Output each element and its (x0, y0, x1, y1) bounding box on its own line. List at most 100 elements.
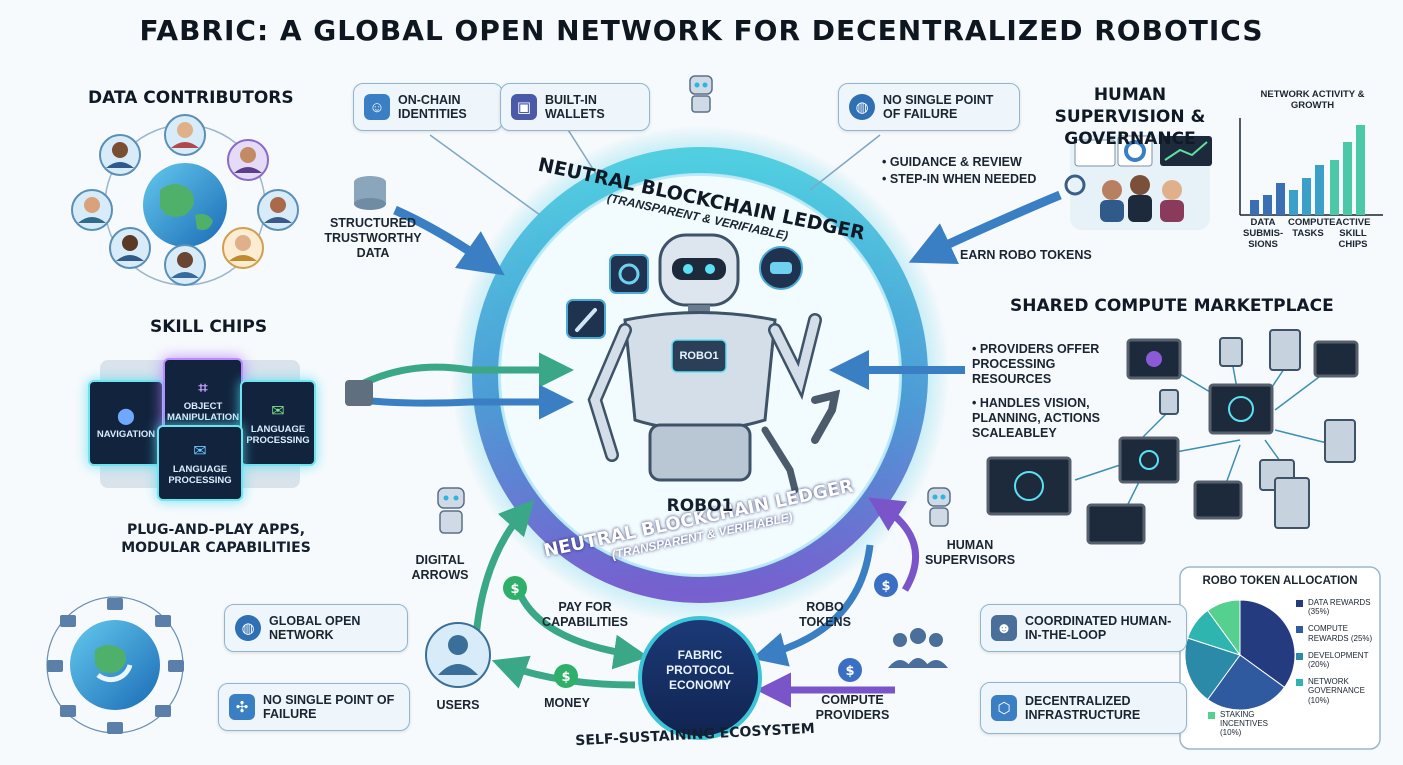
location-pin-icon: ⬤ (117, 408, 135, 425)
legend-value: (25%) (1350, 633, 1373, 643)
chip-language-processing-2: ✉ LANGUAGE PROCESSING (157, 425, 243, 501)
activity-bar (1302, 178, 1311, 215)
compute-heading: SHARED COMPUTE MARKETPLACE (1010, 296, 1334, 316)
econ-arrow (751, 544, 874, 667)
robo-tokens-label: ROBO TOKENS (799, 600, 851, 629)
svg-text:$: $ (561, 670, 570, 685)
pie-slice (1206, 654, 1286, 711)
chip-navigation: ⬤ NAVIGATION (88, 380, 164, 466)
monitor-icon (1126, 338, 1182, 380)
pill-no-single-point-2: ✣ NO SINGLE POINT OF FAILURE (218, 683, 410, 731)
pill-no-single-point: ◍ NO SINGLE POINT OF FAILURE (838, 83, 1020, 131)
connector-line (809, 134, 881, 191)
pill-built-in-wallets: ▣ BUILT-IN WALLETS (500, 83, 650, 131)
pill-label: DECENTRALIZED INFRASTRUCTURE (1025, 693, 1141, 722)
chip-label: LANGUAGE PROCESSING (246, 423, 310, 446)
data-flow-arrow (393, 205, 505, 276)
server-icon (1159, 389, 1179, 415)
chip-label: NAVIGATION (96, 429, 156, 440)
pie-slice (1206, 599, 1241, 657)
robot-head-icon (759, 246, 803, 290)
pill-label: NO SINGLE POINT OF FAILURE (263, 692, 395, 721)
activity-category: ACTIVE SKILL CHIPS (1335, 217, 1371, 250)
supervision-illustration (1064, 135, 1212, 230)
legend-label: DEVELOPMENT (1308, 650, 1369, 660)
structured-data-label: STRUCTURED TRUSTWORTHY DATA (324, 216, 422, 260)
group-icon (888, 628, 948, 668)
economy-center-label: FABRIC PROTOCOL ECONOMY (666, 648, 734, 692)
chip-language-processing: ✉ LANGUAGE PROCESSING (240, 380, 316, 466)
activity-bar (1343, 142, 1352, 215)
monitor-icon (1193, 480, 1243, 520)
person-avatar (227, 139, 269, 181)
network-globe (46, 596, 184, 734)
legend-value: (10%) (1308, 695, 1330, 705)
allocation-title: ROBO TOKEN ALLOCATION (1202, 575, 1358, 587)
person-avatar (257, 189, 299, 231)
skill-chips-caption: PLUG-AND-PLAY APPS, MODULAR CAPABILITIES (121, 522, 311, 557)
pill-decentralized-infra: ⬡ DECENTRALIZED INFRASTRUCTURE (980, 682, 1187, 734)
activity-bar (1276, 183, 1285, 215)
connector-line (564, 124, 601, 181)
drill-icon (761, 426, 799, 494)
human-supervisors-label: HUMAN SUPERVISORS (924, 538, 1016, 567)
monitor-icon (986, 456, 1072, 516)
activity-bar (1250, 200, 1259, 215)
ledger-ring (472, 147, 928, 603)
legend-value: (20%) (1308, 659, 1330, 669)
monitor-icon (1118, 436, 1180, 484)
database-icon (354, 176, 386, 210)
server-icon (1324, 419, 1356, 463)
legend-swatch (1208, 712, 1215, 719)
activity-bar (1263, 195, 1272, 215)
activity-bar (1289, 190, 1298, 215)
activity-category: DATA SUBMIS-SIONS (1243, 217, 1284, 250)
cube-network-icon: ⬡ (991, 695, 1017, 721)
server-icon (1269, 329, 1301, 371)
skill-cable (359, 384, 574, 420)
pay-label: PAY FOR CAPABILITIES (542, 600, 628, 629)
person-avatar (164, 114, 206, 156)
activity-chart (1239, 118, 1383, 216)
legend-item-staking: STAKING INCENTIVES (10%) (1208, 710, 1288, 746)
legend-label: NETWORK GOVERNANCE (1308, 677, 1365, 696)
coin-icon: $ (554, 664, 578, 688)
econ-arrow (868, 497, 920, 592)
money-label: MONEY (544, 696, 590, 710)
legend-item: NETWORK GOVERNANCE (10%) (1296, 677, 1378, 705)
supervision-bullet: • GUIDANCE & REVIEW (882, 155, 1022, 169)
allocation-pie (1184, 599, 1296, 711)
chat-icon: ✉ (271, 402, 285, 420)
svg-text:$: $ (510, 582, 519, 597)
person-avatar (164, 244, 206, 286)
svg-text:$: $ (881, 579, 890, 594)
connector-line (429, 134, 541, 216)
pill-label: GLOBAL OPEN NETWORK (269, 613, 361, 642)
pill-human-in-the-loop: ☻ COORDINATED HUMAN-IN-THE-LOOP (980, 604, 1187, 652)
activity-category: COMPUTE TASKS (1288, 217, 1336, 239)
pie-slice (1239, 599, 1296, 689)
skill-cable (358, 352, 574, 389)
robot-icon (927, 487, 951, 527)
legend-label: STAKING INCENTIVES (1220, 710, 1269, 729)
page-title: FABRIC: A GLOBAL OPEN NETWORK FOR DECENT… (139, 14, 1264, 47)
scan-icon: ⌗ (198, 379, 208, 397)
pill-label: NO SINGLE POINT OF FAILURE (883, 92, 994, 121)
legend-item: DATA REWARDS (35%) (1296, 598, 1378, 616)
person-avatar (99, 134, 141, 176)
legend-item: COMPUTE REWARDS (25%) (1296, 624, 1378, 643)
gear-icon (609, 254, 649, 294)
supervision-bullet: • STEP-IN WHEN NEEDED (882, 172, 1037, 186)
compute-providers-label: COMPUTE PROVIDERS (815, 693, 890, 722)
plug-icon (345, 380, 373, 406)
person-avatar (109, 227, 151, 269)
legend-swatch (1296, 652, 1303, 660)
legend-swatch (1296, 600, 1303, 607)
server-icon (1274, 477, 1310, 529)
activity-bar (1315, 165, 1324, 215)
pill-label: ON-CHAIN IDENTITIES (398, 92, 467, 121)
id-card-icon: ☺ (364, 94, 390, 120)
person-avatar (222, 227, 264, 269)
pill-label: BUILT-IN WALLETS (545, 92, 605, 121)
